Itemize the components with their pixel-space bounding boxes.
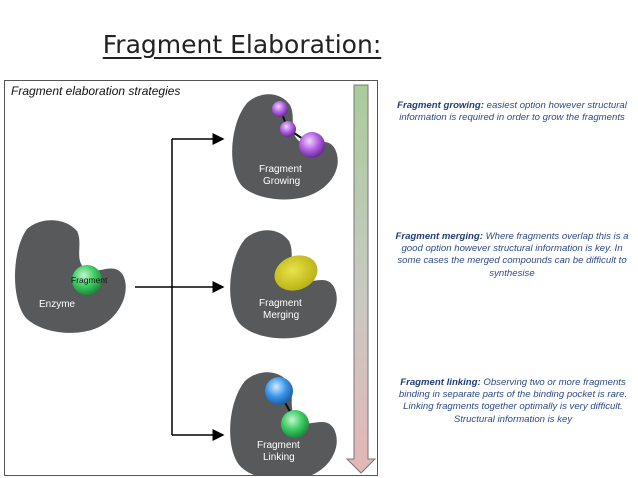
enzyme-shape: Fragment Enzyme	[15, 220, 126, 333]
enzyme-label: Enzyme	[39, 299, 76, 310]
link-sphere-blue	[265, 377, 293, 405]
growing-enzyme: Fragment Growing	[232, 94, 338, 200]
strategy-diagram: Fragment Enzyme Fragment Growing Fragmen…	[15, 84, 377, 475]
note-growing: Fragment growing: easiest option however…	[396, 100, 628, 124]
figure-heading: Fragment elaboration strategies	[11, 84, 181, 98]
grow-sphere-mid	[280, 121, 296, 137]
note-merging-title: Fragment merging:	[395, 231, 483, 242]
note-growing-text: easiest option however structural inform…	[399, 100, 627, 124]
merging-label-2: Merging	[263, 310, 299, 321]
note-linking-title: Fragment linking:	[400, 377, 481, 388]
fragment-sphere-enzyme	[72, 265, 102, 295]
merging-enzyme: Fragment Merging	[230, 230, 337, 339]
merge-blob	[274, 255, 318, 291]
slide-title: Fragment Elaboration:	[102, 30, 382, 59]
linking-label-1: Fragment	[257, 440, 300, 451]
figure-box: Fragment elaboration strategies	[4, 80, 378, 476]
note-growing-title: Fragment growing:	[397, 100, 484, 111]
note-merging-text: Where fragments overlap this is a good o…	[397, 231, 629, 279]
branch-arrows	[135, 133, 225, 441]
merging-label-1: Fragment	[259, 298, 302, 309]
fragment-label: Fragment	[71, 275, 108, 285]
linking-label-2: Linking	[263, 452, 295, 463]
note-linking-text: Observing two or more fragments binding …	[398, 377, 628, 425]
growing-label-2: Growing	[263, 176, 300, 187]
linking-enzyme: Fragment Linking	[230, 372, 337, 475]
note-linking: Fragment linking: Observing two or more …	[398, 377, 628, 426]
note-merging: Fragment merging: Where fragments overla…	[392, 231, 632, 280]
growing-label-1: Fragment	[259, 164, 302, 175]
grow-sphere-small	[272, 101, 288, 117]
difficulty-gradient-arrow	[345, 84, 377, 474]
link-sphere-green	[281, 410, 309, 438]
grow-sphere-large	[299, 132, 325, 158]
